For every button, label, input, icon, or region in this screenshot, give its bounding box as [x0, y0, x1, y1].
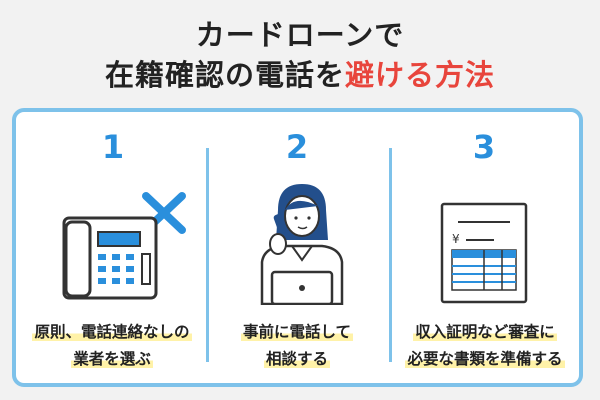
step-1-caption-line-1: 原則、電話連絡なしの [32, 323, 192, 341]
step-3-number: 3 [472, 128, 496, 166]
divider-2 [389, 148, 392, 362]
heading-line-1: カードローンで [195, 18, 405, 52]
step-3-caption-line-1: 収入証明など審査に [413, 323, 557, 341]
person-on-phone-icon [260, 184, 344, 305]
step-2-number: 2 [285, 128, 309, 166]
step-1-caption-line-2: 業者を選ぶ [71, 350, 153, 368]
heading-line-2-text: 在籍確認の電話を [104, 58, 345, 92]
step-2-caption-line-1: 事前に電話して [240, 323, 354, 341]
document-icon: ¥ [440, 202, 528, 304]
step-2-caption-line-2: 相談する [263, 350, 330, 368]
step-3-caption-line-2: 必要な書類を準備する [405, 350, 565, 368]
yen-symbol: ¥ [452, 232, 460, 246]
step-1-number: 1 [101, 128, 125, 166]
divider-1 [206, 148, 209, 362]
heading-emphasis: 避ける方法 [345, 58, 496, 92]
heading-line-2: 在籍確認の電話を避ける方法 [0, 52, 600, 94]
desk-phone-icon [62, 192, 186, 300]
